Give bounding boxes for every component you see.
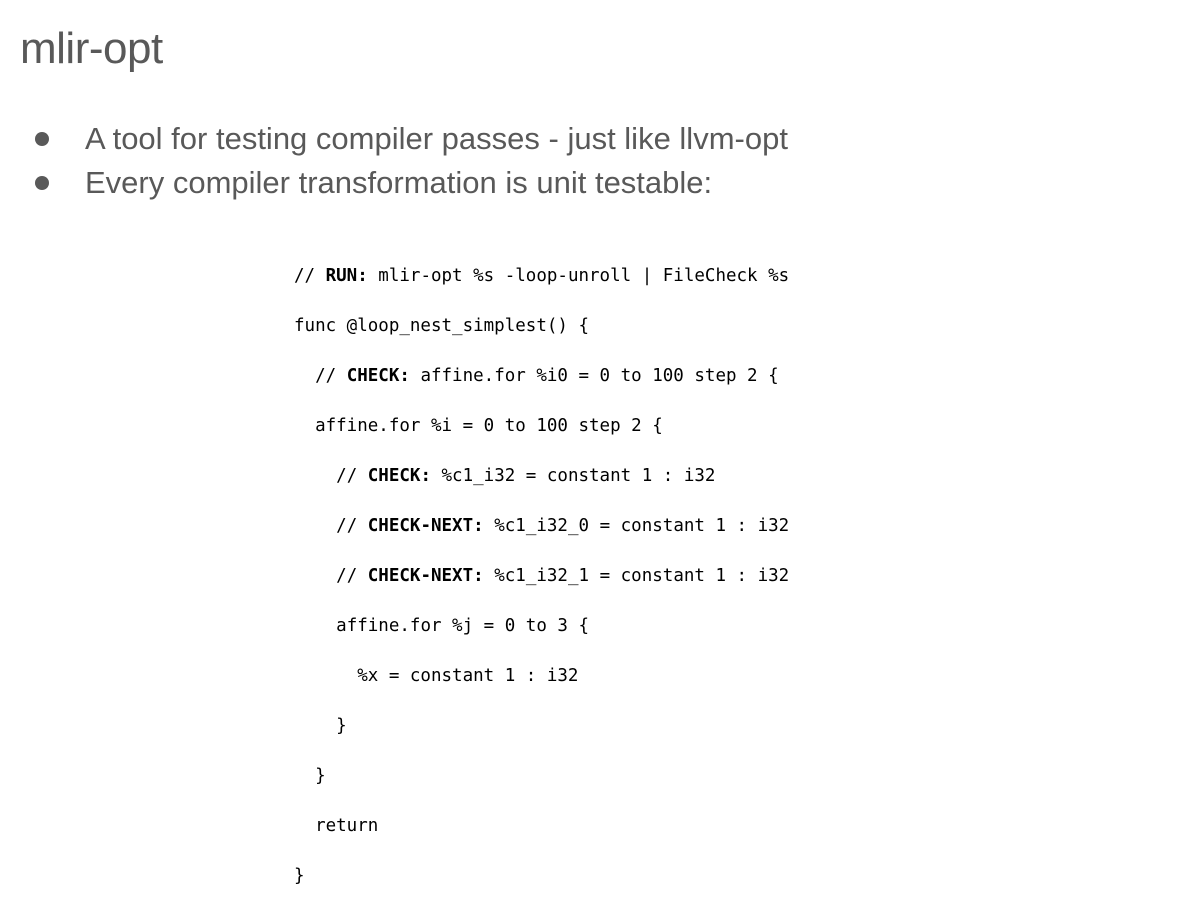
code-line: // CHECK: affine.for %i0 = 0 to 100 step… — [315, 366, 779, 386]
bullet-dot-icon — [35, 176, 49, 190]
code-line: %x = constant 1 : i32 — [357, 666, 579, 686]
code-keyword: CHECK-NEXT: — [367, 566, 484, 586]
code-keyword: CHECK: — [346, 366, 410, 386]
code-line: // CHECK-NEXT: %c1_i32_0 = constant 1 : … — [336, 516, 790, 536]
code-line: // CHECK: %c1_i32 = constant 1 : i32 — [336, 466, 716, 486]
code-keyword: CHECK-NEXT: — [367, 516, 484, 536]
code-line: affine.for %j = 0 to 3 { — [336, 616, 590, 636]
bullet-dot-icon — [35, 132, 49, 146]
code-line: // RUN: mlir-opt %s -loop-unroll | FileC… — [294, 266, 790, 286]
code-line: return — [315, 816, 379, 836]
slide-title: mlir-opt — [20, 24, 163, 73]
code-line: func @loop_nest_simplest() { — [294, 316, 590, 336]
code-line: } — [294, 866, 305, 886]
code-line: } — [315, 766, 326, 786]
code-line: affine.for %i = 0 to 100 step 2 { — [315, 416, 663, 436]
code-block: // RUN: mlir-opt %s -loop-unroll | FileC… — [294, 264, 789, 914]
code-keyword: RUN: — [325, 266, 368, 286]
code-line: // CHECK-NEXT: %c1_i32_1 = constant 1 : … — [336, 566, 790, 586]
bullet-text: Every compiler transformation is unit te… — [85, 165, 713, 200]
code-line: } — [336, 716, 347, 736]
bullet-text: A tool for testing compiler passes - jus… — [85, 121, 788, 156]
code-keyword: CHECK: — [367, 466, 431, 486]
